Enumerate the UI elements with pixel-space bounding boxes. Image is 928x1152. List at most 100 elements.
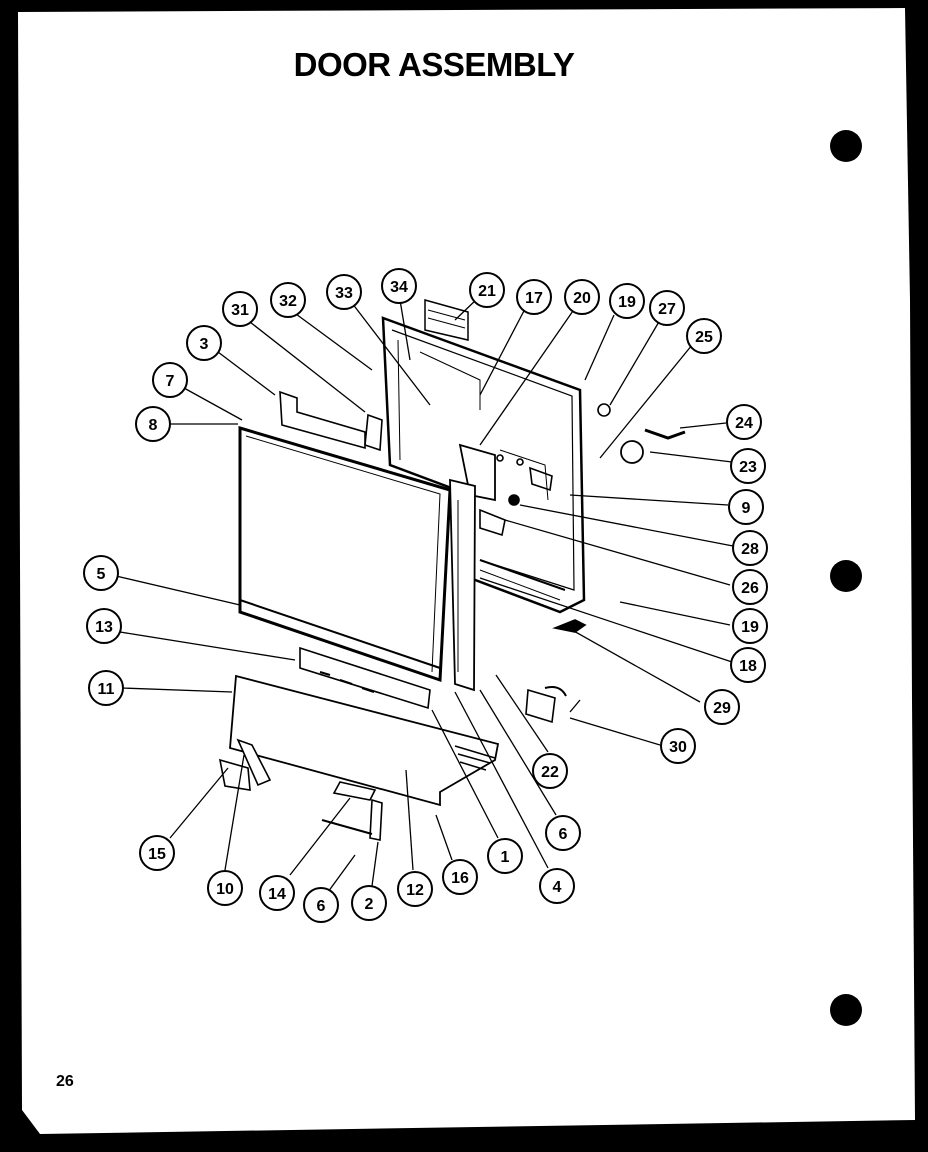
callout-label: 29 (713, 700, 731, 717)
callout-circle (686, 318, 722, 354)
callout-label: 8 (149, 417, 158, 434)
callout-13: 13 (86, 608, 122, 644)
callout-26: 26 (732, 569, 768, 605)
callout-label: 6 (317, 898, 326, 915)
callout-34: 34 (381, 268, 417, 304)
callout-circle (609, 283, 645, 319)
callout-label: 15 (148, 846, 166, 863)
binder-hole-bottom (830, 994, 862, 1026)
callout-circle (732, 608, 768, 644)
callout-25: 25 (686, 318, 722, 354)
hinge-part (552, 619, 587, 633)
callout-circle (88, 670, 124, 706)
callout-label: 21 (478, 283, 496, 300)
callout-5: 5 (83, 555, 119, 591)
toe-kick-panel (229, 674, 500, 807)
callout-label: 11 (98, 681, 115, 698)
callout-circle (469, 272, 505, 308)
callout-label: 27 (658, 301, 676, 318)
leader-lines (115, 297, 734, 893)
callout-circle (730, 448, 766, 484)
callout-label: 7 (166, 373, 175, 390)
callout-circle (326, 274, 362, 310)
callout-22: 22 (532, 753, 568, 789)
callout-circle (351, 885, 387, 921)
callout-label: 20 (573, 290, 591, 307)
callout-17: 17 (516, 279, 552, 315)
vent-part (424, 299, 469, 341)
callout-32: 32 (270, 282, 306, 318)
callout-label: 32 (279, 293, 297, 310)
callout-label: 1 (501, 849, 510, 866)
callout-label: 9 (742, 500, 751, 517)
callout-label: 19 (618, 294, 636, 311)
callout-label: 16 (451, 870, 469, 887)
callout-circle (732, 530, 768, 566)
callout-label: 25 (695, 329, 713, 346)
callout-19: 19 (732, 608, 768, 644)
callout-circle (139, 835, 175, 871)
callout-circle (732, 569, 768, 605)
callout-circle (135, 406, 171, 442)
page-number: 26 (56, 1073, 74, 1090)
binder-hole-top (830, 130, 862, 162)
callout-circle (539, 868, 575, 904)
callout-circle (545, 815, 581, 851)
callout-14: 14 (259, 875, 295, 911)
callout-circle (152, 362, 188, 398)
callout-11: 11 (88, 670, 124, 706)
binder-hole-middle (830, 560, 862, 592)
callout-label: 33 (335, 285, 353, 302)
callout-10: 10 (207, 870, 243, 906)
callout-6: 6 (303, 887, 339, 923)
bottom-trim (299, 646, 431, 710)
callout-circle (564, 279, 600, 315)
callout-33: 33 (326, 274, 362, 310)
callout-circle (381, 268, 417, 304)
callout-label: 10 (216, 881, 234, 898)
callout-circle (207, 870, 243, 906)
callout-label: 12 (406, 882, 424, 899)
callout-24: 24 (726, 404, 762, 440)
bracket-30 (525, 688, 556, 724)
callout-29: 29 (704, 689, 740, 725)
callout-circle (397, 871, 433, 907)
callout-circle (516, 279, 552, 315)
callout-6: 6 (545, 815, 581, 851)
part-15 (218, 758, 251, 791)
callout-label: 30 (669, 739, 687, 756)
callout-circle (270, 282, 306, 318)
callout-label: 3 (200, 336, 209, 353)
callout-label: 14 (268, 886, 286, 903)
callout-label: 31 (231, 302, 249, 319)
callout-label: 34 (390, 279, 408, 296)
callout-circle (728, 489, 764, 525)
callout-28: 28 (732, 530, 768, 566)
bracket-14 (332, 781, 377, 801)
callout-label: 19 (741, 619, 759, 636)
callout-16: 16 (442, 859, 478, 895)
callout-label: 5 (97, 566, 106, 583)
callout-23: 23 (730, 448, 766, 484)
callout-circle (660, 728, 696, 764)
callout-circle (259, 875, 295, 911)
callout-1: 1 (487, 838, 523, 874)
handle-24 (644, 428, 686, 440)
callout-circle (730, 647, 766, 683)
callout-20: 20 (564, 279, 600, 315)
callout-label: 17 (525, 290, 543, 307)
callout-21: 21 (469, 272, 505, 308)
bracket-2 (369, 798, 383, 841)
callout-circle (303, 887, 339, 923)
callout-2: 2 (351, 885, 387, 921)
callout-circle (487, 838, 523, 874)
callout-7: 7 (152, 362, 188, 398)
callout-circle (83, 555, 119, 591)
page-title: DOOR ASSEMBLY (293, 46, 575, 83)
callout-label: 23 (739, 459, 757, 476)
callout-27: 27 (649, 290, 685, 326)
callout-circle (442, 859, 478, 895)
part-10 (236, 738, 272, 787)
callout-label: 26 (741, 580, 759, 597)
